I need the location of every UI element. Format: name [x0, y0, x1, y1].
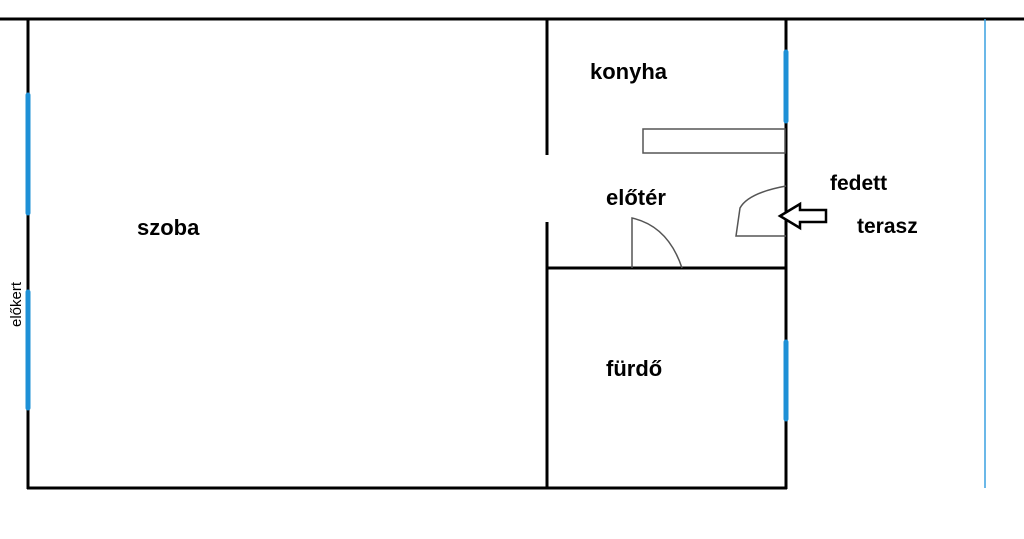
kitchen-counter: [642, 128, 786, 154]
label-elokert: előkert: [8, 281, 25, 327]
room-label-konyha: konyha: [590, 59, 668, 84]
label-terasz: terasz: [857, 215, 918, 238]
bathroom-door-swing: [631, 217, 683, 269]
room-label-furdo: fürdő: [606, 356, 662, 381]
entrance-door-swing: [735, 185, 787, 237]
label-fedett: fedett: [830, 172, 887, 195]
room-label-eloter: előtér: [606, 185, 666, 210]
room-label-szoba: szoba: [137, 215, 200, 240]
entrance-arrow-icon: [777, 201, 828, 231]
